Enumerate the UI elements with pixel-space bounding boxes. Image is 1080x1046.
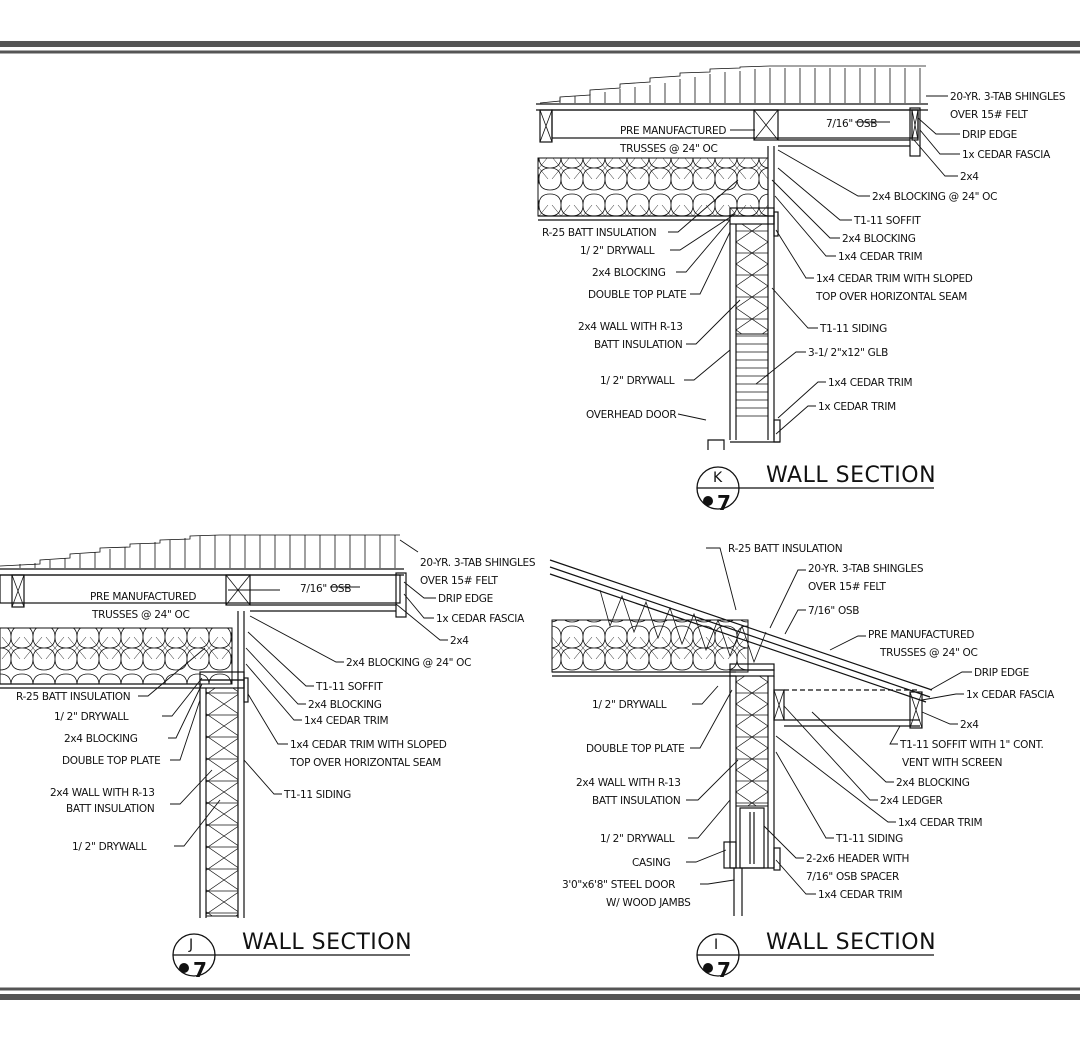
i-trusses-2-label: TRUSSES @ 24" OC [879,647,978,659]
k-overhead-door-label: OVERHEAD DOOR [586,409,676,421]
j-drip-edge-label: DRIP EDGE [438,593,493,605]
j-wall-1-label: 2x4 WALL WITH R-13 [50,787,155,799]
k-osb-label: 7/16" OSB [826,118,877,130]
detail-i-wall-insulation [735,675,769,807]
detail-k-sheet-number: 7 [717,491,731,515]
detail-k-ceiling-insulation [537,157,769,217]
j-siding-label: T1-11 SIDING [283,789,351,801]
k-drywall-ceiling-label: 1/ 2" DRYWALL [580,245,655,257]
i-batt-label: R-25 BATT INSULATION [728,543,842,555]
detail-j-ceiling-insulation [0,627,233,685]
k-shingles-label: 20-YR. 3-TAB SHINGLES [950,91,1066,103]
k-blocking-label: 2x4 BLOCKING [842,233,916,245]
i-trusses-1-label: PRE MANUFACTURED [868,629,974,641]
j-trim-sloped-2-label: TOP OVER HORIZONTAL SEAM [289,757,441,769]
i-door-1-label: 3'0"x6'8" STEEL DOOR [562,879,675,891]
j-blocking-left-label: 2x4 BLOCKING [64,733,138,745]
j-blocking-24-label: 2x4 BLOCKING @ 24" OC [346,657,471,669]
k-blocking-24-label: 2x4 BLOCKING @ 24" OC [872,191,997,203]
k-siding-label: T1-11 SIDING [819,323,887,335]
j-blocking-label: 2x4 BLOCKING [308,699,382,711]
k-felt-label: OVER 15# FELT [950,109,1029,121]
k-2x4-label: 2x4 [960,171,979,183]
i-drywall-ceiling-label: 1/ 2" DRYWALL [592,699,667,711]
i-wall-1-label: 2x4 WALL WITH R-13 [576,777,681,789]
detail-j-tag: J 7 WALL SECTION [172,930,412,982]
detail-i-ceiling-insulation [551,619,749,673]
j-shingles-label: 20-YR. 3-TAB SHINGLES [420,557,536,569]
k-drip-edge-label: DRIP EDGE [962,129,1017,141]
i-wall-2-label: BATT INSULATION [592,795,680,807]
k-cedar-trim-b-label: 1x4 CEDAR TRIM [828,377,913,389]
k-trim-sloped-1-label: 1x4 CEDAR TRIM WITH SLOPED [816,273,973,285]
i-top-plate-label: DOUBLE TOP PLATE [586,743,684,755]
k-batt-label: R-25 BATT INSULATION [542,227,656,239]
k-top-plate-label: DOUBLE TOP PLATE [588,289,686,301]
detail-k-letter: K [713,470,723,486]
i-soffit-1-label: T1-11 SOFFIT WITH 1" CONT. [899,739,1044,751]
i-blocking-label: 2x4 BLOCKING [896,777,970,789]
i-casing-label: CASING [632,857,671,869]
k-soffit-label: T1-11 SOFFIT [853,215,921,227]
j-drywall-wall-label: 1/ 2" DRYWALL [72,841,147,853]
detail-j-title: WALL SECTION [242,930,412,955]
k-blocking-left-label: 2x4 BLOCKING [592,267,666,279]
k-trusses-2-label: TRUSSES @ 24" OC [619,143,718,155]
sheet-border-top [0,41,1080,54]
j-wall-2-label: BATT INSULATION [66,803,154,815]
detail-k-title: WALL SECTION [766,463,936,488]
sheet-border-bottom [0,987,1080,1000]
k-cedar-trim-c-label: 1x CEDAR TRIM [818,401,896,413]
i-cedar-trim-a-label: 1x4 CEDAR TRIM [898,817,983,829]
j-drywall-ceiling-label: 1/ 2" DRYWALL [54,711,129,723]
j-soffit-label: T1-11 SOFFIT [315,681,383,693]
k-drywall-wall-label: 1/ 2" DRYWALL [600,375,675,387]
j-osb-label: 7/16" OSB [300,583,351,595]
j-top-plate-label: DOUBLE TOP PLATE [62,755,160,767]
j-2x4-label: 2x4 [450,635,469,647]
j-trim-sloped-1-label: 1x4 CEDAR TRIM WITH SLOPED [290,739,447,751]
detail-k: 20-YR. 3-TAB SHINGLES OVER 15# FELT DRIP… [536,65,1066,515]
i-door-2-label: W/ WOOD JAMBS [606,897,691,909]
detail-i: R-25 BATT INSULATION 20-YR. 3-TAB SHINGL… [549,543,1055,982]
i-drip-edge-label: DRIP EDGE [974,667,1029,679]
j-trusses-1-label: PRE MANUFACTURED [90,591,196,603]
i-siding-label: T1-11 SIDING [835,833,903,845]
k-wall-2-label: BATT INSULATION [594,339,682,351]
detail-j: 20-YR. 3-TAB SHINGLES OVER 15# FELT DRIP… [0,534,536,982]
detail-k-wall-insulation [735,223,769,335]
k-trim-sloped-2-label: TOP OVER HORIZONTAL SEAM [815,291,967,303]
i-felt-label: OVER 15# FELT [808,581,887,593]
detail-i-tag: I 7 WALL SECTION [696,930,936,982]
j-felt-label: OVER 15# FELT [420,575,499,587]
i-shingles-label: 20-YR. 3-TAB SHINGLES [808,563,924,575]
i-drywall-wall-label: 1/ 2" DRYWALL [600,833,675,845]
k-trusses-1-label: PRE MANUFACTURED [620,125,726,137]
k-glb-label: 3-1/ 2"x12" GLB [808,347,888,359]
k-cedar-trim-a-label: 1x4 CEDAR TRIM [838,251,923,263]
j-fascia-label: 1x CEDAR FASCIA [436,613,525,625]
i-soffit-2-label: VENT WITH SCREEN [902,757,1002,769]
j-trusses-2-label: TRUSSES @ 24" OC [91,609,190,621]
j-batt-label: R-25 BATT INSULATION [16,691,130,703]
detail-j-letter: J [188,937,193,953]
detail-i-sheet-number: 7 [717,958,731,982]
detail-j-wall-insulation [205,687,239,917]
i-cedar-trim-b-label: 1x4 CEDAR TRIM [818,889,903,901]
k-wall-1-label: 2x4 WALL WITH R-13 [578,321,683,333]
detail-k-tag: K 7 WALL SECTION [696,463,936,515]
detail-i-title: WALL SECTION [766,930,936,955]
i-osb-label: 7/16" OSB [808,605,859,617]
detail-k-shingles [539,65,926,104]
i-ledger-label: 2x4 LEDGER [880,795,943,807]
detail-j-sheet-number: 7 [193,958,207,982]
k-fascia-label: 1x CEDAR FASCIA [962,149,1051,161]
i-fascia-label: 1x CEDAR FASCIA [966,689,1055,701]
j-cedar-trim-a-label: 1x4 CEDAR TRIM [304,715,389,727]
i-header-1-label: 2-2x6 HEADER WITH [806,853,909,865]
i-2x4-label: 2x4 [960,719,979,731]
detail-i-letter: I [714,937,718,953]
i-header-2-label: 7/16" OSB SPACER [806,871,899,883]
